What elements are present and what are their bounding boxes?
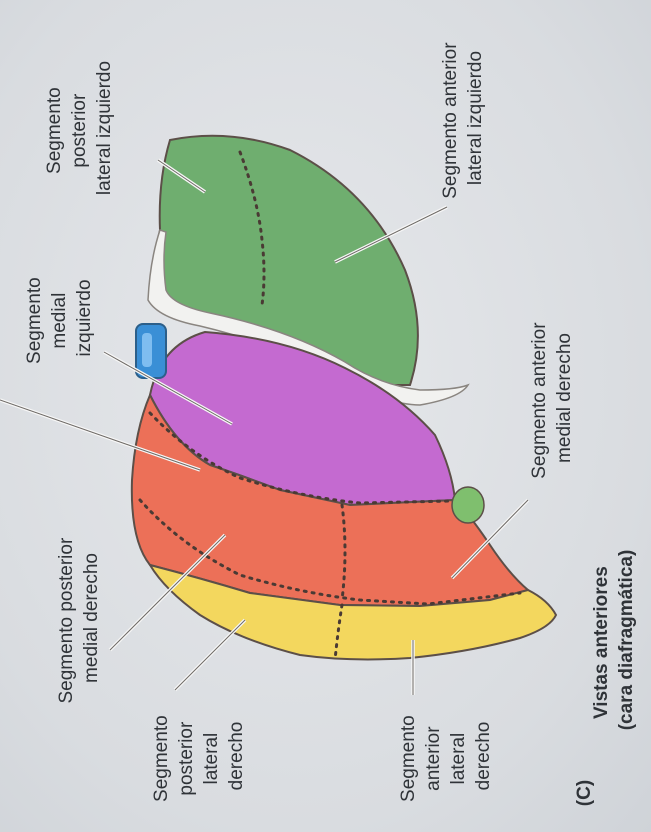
gallbladder: [452, 487, 484, 523]
view-title: Vistas anteriores (cara diafragmática): [591, 550, 637, 731]
vena-cava-highlight: [142, 333, 152, 367]
label-posterior-medial-derecho: Segmento posterior medial derecho: [56, 532, 102, 703]
label-anterior-lateral-derecho: Segmento anterior lateral derecho: [398, 710, 494, 802]
label-medial-izquierdo: Segmento medial izquierdo: [24, 272, 95, 364]
label-anterior-lateral-izquierdo: Segmento anterior lateral izquierdo: [440, 37, 486, 199]
label-anterior-medial-derecho: Segmento anterior medial derecho: [529, 317, 575, 479]
label-posterior-lateral-izquierdo: Segmento posterior lateral izquierdo: [44, 61, 115, 195]
liver: [132, 136, 556, 660]
panel-letter: (C): [574, 780, 595, 806]
leader-outline-7: [175, 620, 245, 690]
label-posterior-lateral-derecho: Segmento posterior lateral derecho: [151, 710, 247, 802]
